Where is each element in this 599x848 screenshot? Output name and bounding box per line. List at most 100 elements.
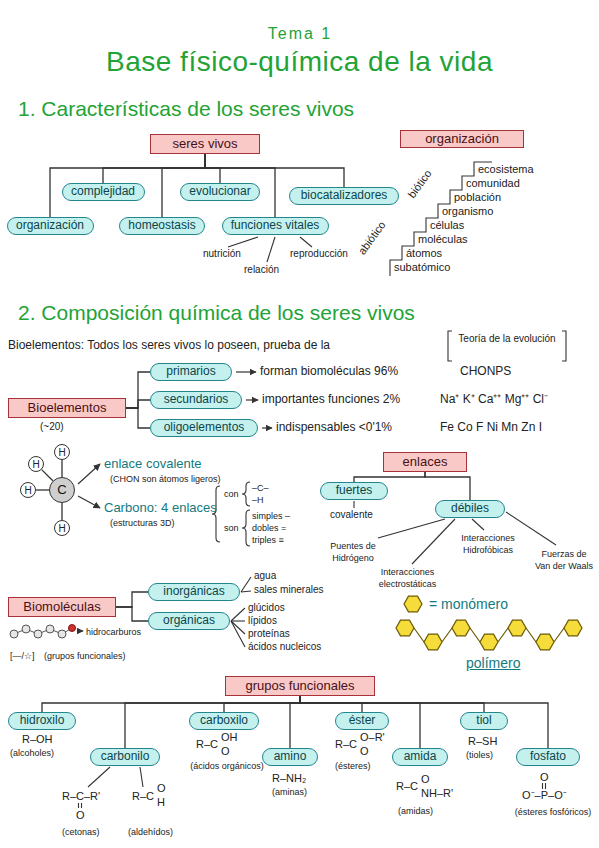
chain-atom [10,630,18,638]
note-text: (alcoholes) [10,747,54,759]
connector [290,696,300,748]
note-text: reproducción [290,248,348,260]
node-label: H [58,523,65,534]
note-text: 2. Composición química de los seres vivo… [18,300,415,326]
connector [116,607,148,621]
arrow [236,371,256,372]
node-label: oligoelementos [164,421,245,434]
note-text: Fuerzas de Van der Waals [534,548,594,572]
monomer-hexagon [564,620,582,636]
heading-box: Bioelementos [8,398,126,418]
node-label: evolucionar [189,185,250,198]
connector [300,696,484,712]
note-text: Puentes de Hidrógeno [318,540,388,564]
note-text: ácidos nucleicos [248,641,321,653]
heading-box: grupos funcionales [225,676,375,696]
arrow [262,427,272,428]
double-bond [81,803,82,808]
note-text: proteínas [248,628,290,640]
note-text: –C– [252,482,269,494]
leader-line [231,608,245,621]
connector [61,503,62,520]
note-text: triples ≡ [252,534,284,546]
node-label: organización [16,219,84,232]
legend-entry: = monómero [402,594,508,614]
note-text: polímero [466,655,520,673]
leader-line [472,519,484,530]
polymer-bond [470,628,480,642]
category-oval: secundarios [150,391,242,409]
note-text: R–C [396,780,418,793]
note-text: sales minerales [254,584,323,596]
connector [300,696,420,748]
note-text: átomos [406,247,442,260]
hydrocarbon-chain [10,625,76,639]
heading-box: seres vivos [150,134,260,154]
note-text: (ésteres) [335,760,371,772]
note-text: R–C [132,790,154,803]
connector [126,408,150,428]
note-text: covalente [330,509,373,521]
node-label: funciones vitales [231,219,320,232]
note-text: R–NH₂ [272,772,306,785]
leader-line [231,621,245,647]
arrow [77,630,83,631]
connector [300,696,362,712]
node-label: Biomoléculas [23,600,100,614]
note-text: R–C [196,738,218,751]
note-text: (cetonas) [62,826,100,838]
note-text: hidrocarburos [86,626,141,638]
note-text: Na⁺ K⁺ Ca⁺⁺ Mg⁺⁺ Cl⁻ [440,392,548,407]
node-label: débiles [451,502,489,515]
arrow [78,464,100,484]
node-label: secundarios [164,393,229,406]
leader-line [267,237,275,262]
feature-oval: homeostasis [119,217,205,235]
hexagon-swatch-shape [404,596,422,612]
node-label: amino [274,750,307,763]
note-text: R–OH [22,733,53,746]
polymer-bond [498,628,508,642]
monomer-hexagon [424,634,442,650]
connector [126,372,150,408]
note-text: Interacciones Hidrofóbicas [448,532,528,556]
polymer-bond [414,628,424,642]
connector [116,592,148,607]
feature-oval: funciones vitales [222,217,329,235]
leader-line [88,767,110,787]
node-label: fuertes [336,484,373,497]
group-oval: carboxilo [189,712,259,730]
brace [242,510,250,546]
note-text: R–C [335,738,357,751]
note-text: Teoría de la evolución [452,333,562,345]
atom-circle: H [28,456,44,472]
legend-text: = monómero [429,596,508,612]
polymer-bond [554,628,564,642]
node-label: carbonilo [101,750,150,763]
note-text: (tioles) [466,749,493,761]
group-oval: carbonilo [90,748,160,766]
monomer-hexagon [508,620,526,636]
leader-line [378,519,445,538]
category-oval: fuertes [320,482,388,500]
category-oval: inorgánicas [148,583,240,601]
connector [61,460,62,477]
double-bond [545,783,546,789]
note-text: NH–R' [421,787,453,800]
connector [42,470,53,481]
note-text: O [360,745,369,758]
note-text: glúcidos [248,602,285,614]
note-text: (aldehídos) [128,826,173,838]
note-text: comunidad [466,177,520,190]
connector [126,400,150,408]
note-text: subatómico [394,261,450,274]
node-label: amida [404,750,437,763]
note-text: forman biomoléculas 96% [260,364,398,379]
note-text: dobles = [252,522,286,534]
note-text: simples – [252,510,290,522]
polymer-chain [396,620,582,650]
category-oval: oligoelementos [150,419,258,437]
note-text: nutrición [203,248,241,260]
